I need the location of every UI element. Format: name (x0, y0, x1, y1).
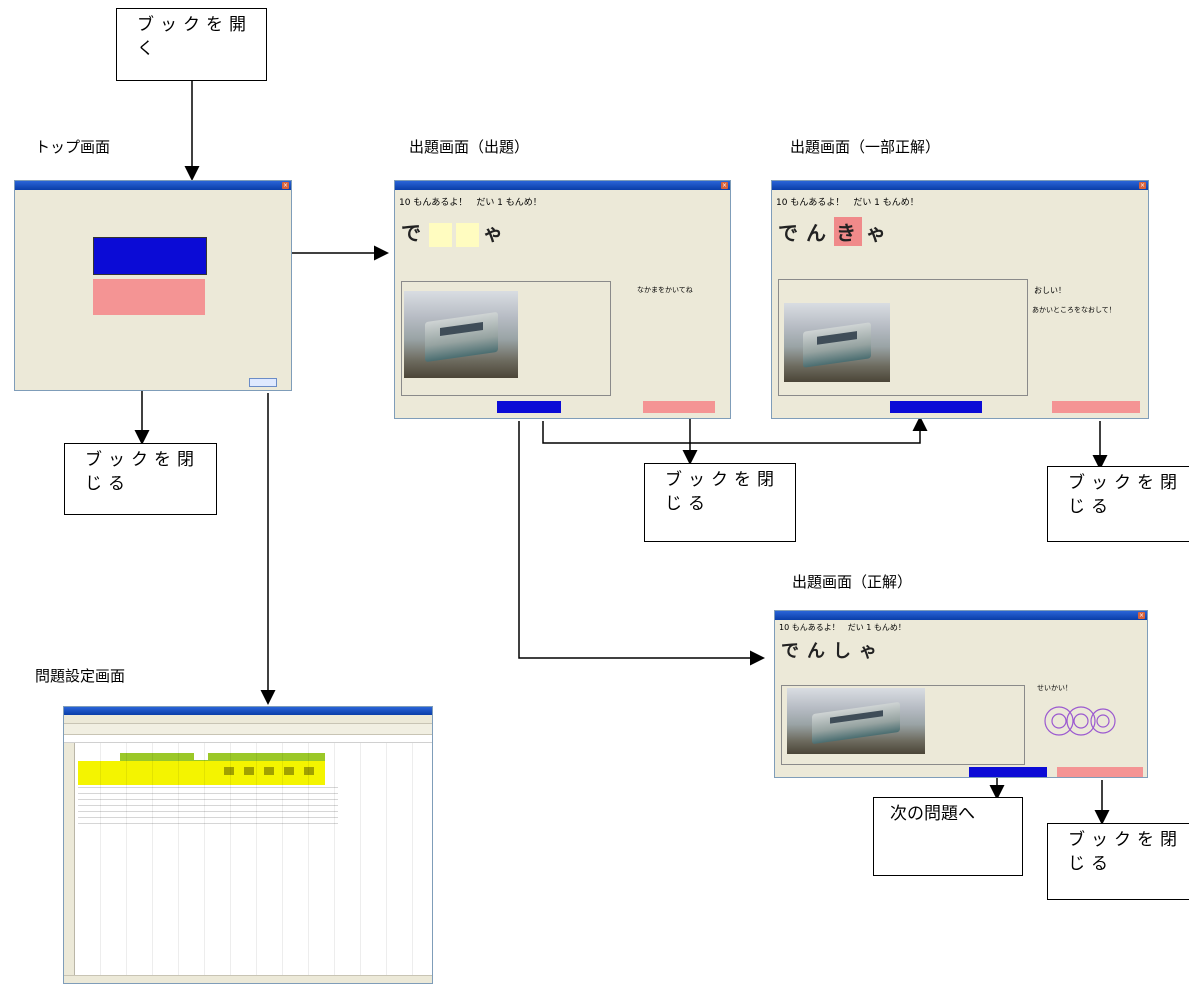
train-photo (404, 291, 518, 378)
excel-menubar (64, 715, 432, 724)
titlebar: × (395, 181, 730, 190)
next-question-label: 次の問題へ (890, 804, 975, 824)
header-cell-white (194, 753, 208, 760)
data-rows (78, 787, 338, 827)
sheet-tabs (64, 975, 432, 983)
wrong-char[interactable]: き (834, 217, 862, 246)
close-book-box-top: ブックを閉じる (64, 443, 217, 515)
close-icon[interactable]: × (1138, 612, 1145, 619)
caption-partial-screen: 出題画面（一部正解） (790, 138, 941, 156)
quit-button[interactable] (643, 401, 715, 413)
close-icon[interactable]: × (721, 182, 728, 189)
quit-button[interactable] (1052, 401, 1140, 413)
exit-button[interactable] (93, 279, 205, 315)
titlebar: × (772, 181, 1148, 190)
answer-char: で (778, 221, 802, 245)
check-button[interactable] (497, 401, 561, 413)
answer-blank[interactable] (429, 222, 452, 247)
train-photo (787, 688, 925, 754)
correct-message: せいかい！ (1037, 684, 1072, 692)
row-headers (64, 743, 75, 975)
close-book-label: ブックを閉じる (1068, 473, 1183, 517)
close-book-box-middle: ブックを閉じる (644, 463, 796, 542)
answer-char: ゃ (859, 641, 881, 662)
answer-blank[interactable] (456, 222, 479, 247)
picture-panel (781, 685, 1025, 765)
next-question-box: 次の問題へ (873, 797, 1023, 876)
open-book-label: ブックを開く (137, 15, 252, 59)
settings-button[interactable] (249, 378, 277, 387)
close-icon[interactable]: × (1139, 182, 1146, 189)
header-labels (224, 767, 320, 775)
question-screen-window: × 10 もんあるよ！ だい 1 もんめ！ でゃ なかまをかいてね (394, 180, 731, 419)
hint-text: なかまをかいてね (637, 286, 693, 294)
top-screen-window: × (14, 180, 292, 391)
retry-message-line2: あかいところをなおして！ (1032, 306, 1116, 314)
arrow-question-to-partial (542, 416, 928, 444)
close-book-box-bottom: ブックを閉じる (1047, 823, 1189, 900)
answer-char: ん (806, 221, 830, 245)
retry-message-line1: おしい！ (1034, 286, 1066, 295)
quit-button[interactable] (1057, 767, 1143, 777)
arrow-question-to-correct (518, 421, 765, 666)
answer-char: ゃ (866, 221, 890, 245)
caption-correct-screen: 出題画面（正解） (792, 573, 913, 591)
answer-char: ゃ (483, 221, 507, 245)
excel-titlebar (64, 707, 432, 715)
question-info: 10 もんあるよ！ だい 1 もんめ！ (779, 623, 906, 632)
next-question-button[interactable] (969, 767, 1047, 777)
titlebar: × (15, 181, 291, 190)
close-icon[interactable]: × (282, 182, 289, 189)
titlebar: × (775, 611, 1147, 620)
caption-question-screen: 出題画面（出題） (409, 138, 530, 156)
close-book-label: ブックを閉じる (665, 470, 780, 514)
picture-panel (401, 281, 611, 396)
excel-formula-bar (64, 735, 432, 743)
grid-columns (74, 743, 432, 975)
partial-screen-window: × 10 もんあるよ！ だい 1 もんめ！ でんきゃ おしい！ あかいところをな… (771, 180, 1149, 419)
caption-settings-screen: 問題設定画面 (35, 667, 126, 685)
settings-screen-window (63, 706, 433, 984)
train-photo (784, 303, 890, 382)
correct-screen-window: × 10 もんあるよ！ だい 1 もんめ！ でんしゃ せいかい！ (774, 610, 1148, 778)
flower-stamp-icon (1044, 706, 1116, 736)
close-book-label: ブックを閉じる (1068, 830, 1183, 874)
answer-word: でんしゃ (781, 637, 885, 663)
picture-panel (778, 279, 1028, 396)
answer-word: でゃ (401, 217, 511, 247)
start-button[interactable] (93, 237, 207, 275)
answer-char: ん (807, 641, 829, 662)
header-band-green (120, 753, 325, 761)
open-book-box: ブックを開く (116, 8, 267, 81)
check-button[interactable] (890, 401, 982, 413)
excel-toolbar (64, 724, 432, 735)
caption-top-screen: トップ画面 (35, 138, 111, 156)
close-book-label: ブックを閉じる (85, 450, 200, 494)
answer-char: で (781, 641, 803, 662)
question-info: 10 もんあるよ！ だい 1 もんめ！ (399, 198, 542, 208)
answer-char: で (401, 221, 425, 245)
answer-char: し (833, 641, 855, 662)
question-info: 10 もんあるよ！ だい 1 もんめ！ (776, 198, 919, 208)
close-book-box-right: ブックを閉じる (1047, 466, 1189, 542)
answer-word: でんきゃ (778, 217, 894, 246)
